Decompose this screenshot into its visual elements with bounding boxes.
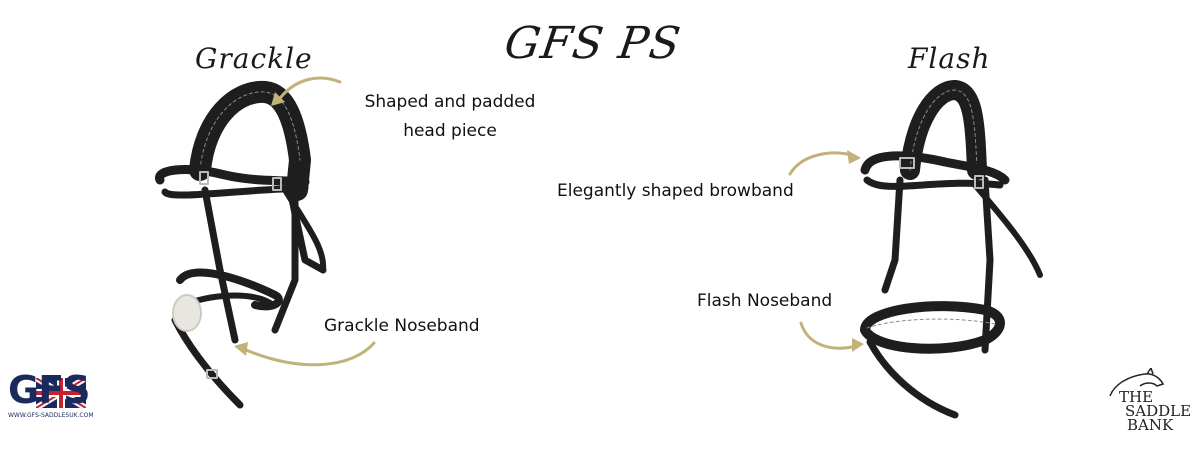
- saddle-bank-logo: THE SADDLE BANK: [1105, 368, 1195, 438]
- grackle-bridle-image: [155, 80, 327, 409]
- headpiece-arrow: [271, 76, 342, 106]
- browband-callout: Elegantly shaped browband: [557, 181, 794, 201]
- headpiece-callout-line2: head piece: [403, 121, 497, 141]
- saddle-bank-line2: SADDLE: [1125, 402, 1192, 420]
- saddle-bank-line3: BANK: [1127, 416, 1174, 434]
- flash-bridle-image: [860, 80, 1043, 419]
- flash-label: Flash: [908, 42, 991, 75]
- grackle-noseband-arrow: [234, 341, 376, 367]
- grackle-noseband-callout: Grackle Noseband: [324, 316, 480, 336]
- page-title: GFS PS: [501, 18, 685, 69]
- flash-noseband-arrow: [799, 321, 864, 352]
- headpiece-callout: Shaped and padded head piece: [350, 88, 550, 146]
- saddle-bank-line1: THE: [1119, 388, 1154, 406]
- gfs-logo-url: WWW.GFS-SADDLESUK.COM: [8, 412, 94, 419]
- flash-noseband-callout: Flash Noseband: [697, 291, 833, 311]
- horse-head-icon: [1109, 368, 1165, 397]
- union-flag-icon: [36, 378, 86, 408]
- browband-arrow: [788, 150, 861, 176]
- gfs-logo: GFS WWW.GFS-SADDLESUK.COM: [8, 370, 108, 425]
- gfs-logo-text: GFS: [8, 368, 91, 412]
- headpiece-callout-line1: Shaped and padded: [364, 92, 536, 112]
- grackle-label: Grackle: [195, 42, 313, 75]
